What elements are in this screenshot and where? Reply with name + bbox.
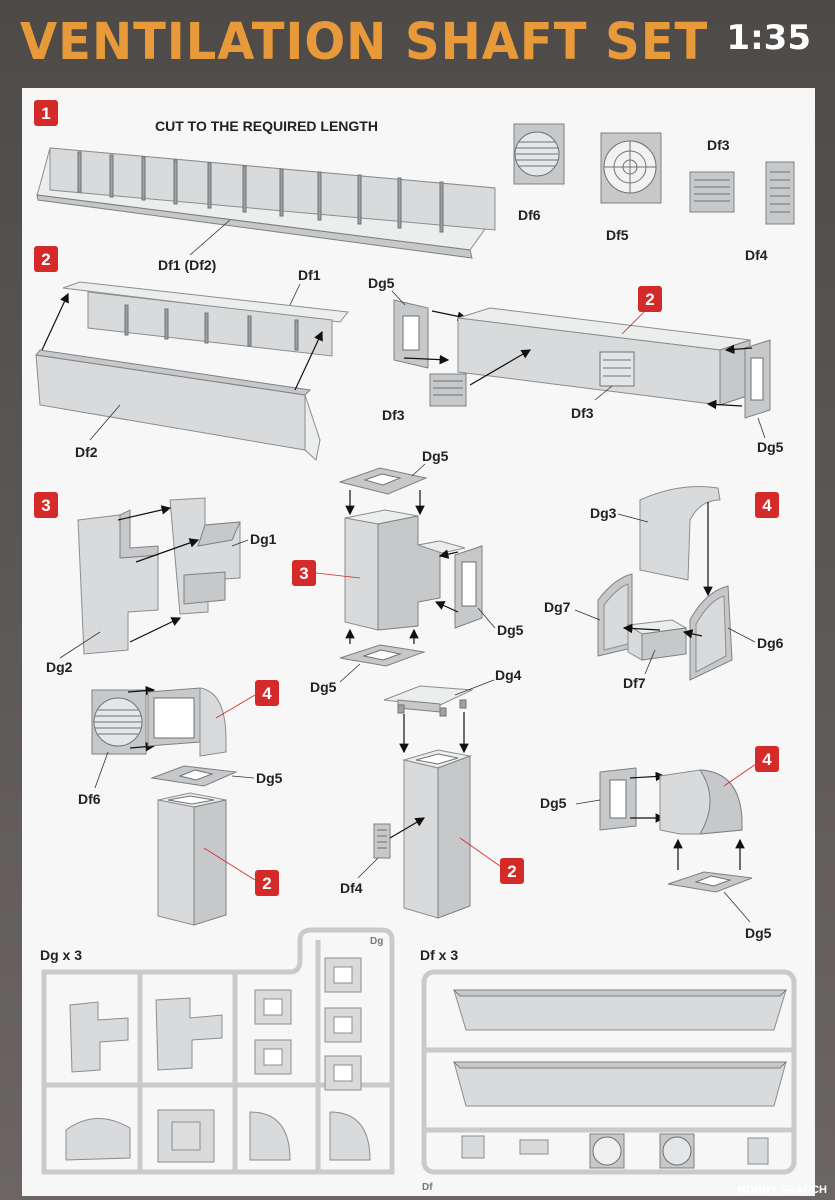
df6-label-b: Df6: [78, 791, 101, 807]
svg-text:4: 4: [262, 684, 272, 703]
sprue-df-parts: [452, 989, 788, 1169]
dg7-label: Dg7: [544, 599, 571, 615]
df3-louver-part: [689, 171, 735, 213]
dg5-label-g: Dg5: [540, 795, 567, 811]
df4-label-b: Df4: [340, 880, 363, 896]
df4-vent-assembly: [373, 823, 391, 859]
df2-label: Df2: [75, 444, 98, 460]
df6-grille-part: [513, 123, 565, 185]
sprue-df-label: Df x 3: [420, 947, 458, 963]
svg-text:2: 2: [507, 862, 516, 881]
dg5-frame-left: [393, 299, 429, 369]
svg-text:2: 2: [645, 290, 654, 309]
dg5-label-h: Dg5: [745, 925, 772, 941]
elbow-duct: [147, 687, 227, 757]
assembly-mid-ref2: 2: [500, 858, 524, 884]
dg5-bottom-frame: [339, 644, 426, 667]
df5-fan-part: [600, 132, 662, 204]
step-4-badge: 4: [755, 492, 779, 518]
svg-text:3: 3: [41, 496, 50, 515]
sprue-df-tag: Df: [422, 1182, 433, 1193]
dg2-label: Dg2: [46, 659, 73, 675]
dg2-tee-half: [77, 509, 159, 655]
dg5-label-e: Dg5: [310, 679, 337, 695]
step-1-badge: 1: [34, 100, 58, 126]
svg-text:4: 4: [762, 496, 772, 515]
df5-label: Df5: [606, 227, 629, 243]
svg-text:1: 1: [41, 104, 50, 123]
sprue-dg-label: Dg x 3: [40, 947, 82, 963]
dg3-label: Dg3: [590, 505, 617, 521]
scale-label: 1:35: [726, 18, 811, 58]
df6-label: Df6: [518, 207, 541, 223]
df6-grille-assembly: [91, 689, 147, 755]
dg5-frame-assembly-right: [599, 767, 637, 831]
dg5-label-a: Dg5: [368, 275, 395, 291]
dg5-label-d: Dg5: [497, 622, 524, 638]
step-2-ref-badge: 2: [638, 286, 662, 312]
shaft-left: [157, 792, 227, 926]
assembly-left-ref4: 4: [255, 680, 279, 706]
df3-louver-small: [429, 373, 467, 407]
step-3-ref-badge: 3: [292, 560, 316, 586]
dg1-tee-half: [169, 497, 241, 615]
df3-label-a: Df3: [382, 407, 405, 423]
df1-label: Df1: [298, 267, 321, 283]
dg4-label: Dg4: [495, 667, 522, 683]
svg-text:4: 4: [762, 750, 772, 769]
dg5-side-frame: [454, 545, 483, 629]
sprue-dg-parts: [65, 957, 371, 1163]
cut-instruction: CUT TO THE REQUIRED LENGTH: [155, 118, 378, 134]
assembly-right-ref4: 4: [755, 746, 779, 772]
df7-block: [626, 619, 688, 661]
dg5-bottom-frame-right: [667, 871, 753, 893]
df3-label-b: Df3: [571, 405, 594, 421]
dg5-frame-assembly-left: [150, 765, 238, 787]
df3-label: Df3: [707, 137, 730, 153]
dg5-top-frame: [338, 467, 428, 495]
instruction-sheet: 1 CUT TO THE REQUIRED LENGTH Df1 (Df2) D…: [22, 88, 815, 1196]
df2-bottom-rail: [35, 349, 321, 461]
sprue-df-frame: [421, 969, 797, 1175]
assembly-left-ref2: 2: [255, 870, 279, 896]
tee-assembly: [344, 509, 466, 631]
dg1-label: Dg1: [250, 531, 277, 547]
instruction-drawing: 1 CUT TO THE REQUIRED LENGTH Df1 (Df2) D…: [34, 100, 797, 1193]
dg7-side-piece: [597, 573, 633, 657]
sprue-dg-tag: Dg: [370, 936, 383, 947]
dg5-label-c: Dg5: [422, 448, 449, 464]
df4-label: Df4: [745, 247, 768, 263]
svg-text:3: 3: [299, 564, 308, 583]
df1-top-rail: [62, 281, 349, 357]
dg5-label-f: Dg5: [256, 770, 283, 786]
dg5-label-b: Dg5: [757, 439, 784, 455]
df4-vent-part: [765, 161, 795, 225]
rail-label: Df1 (Df2): [158, 257, 216, 273]
watermark: HOBBY SEARCH: [737, 1184, 827, 1196]
df7-label: Df7: [623, 675, 646, 691]
page-title: VENTILATION SHAFT SET: [20, 12, 709, 72]
shaft-mid: [402, 749, 472, 919]
elbow-duct-right: [659, 769, 743, 835]
step-3-badge: 3: [34, 492, 58, 518]
svg-text:2: 2: [41, 250, 50, 269]
dg6-label: Dg6: [757, 635, 784, 651]
dg4-roof-cap: [383, 685, 474, 717]
svg-text:2: 2: [262, 874, 271, 893]
dg3-curved-cover: [639, 486, 721, 581]
dg6-side-piece: [689, 585, 733, 681]
step-2-badge: 2: [34, 246, 58, 272]
rail-df1: [36, 147, 496, 259]
box-duct: [457, 307, 751, 406]
dg5-frame-right: [744, 339, 771, 419]
